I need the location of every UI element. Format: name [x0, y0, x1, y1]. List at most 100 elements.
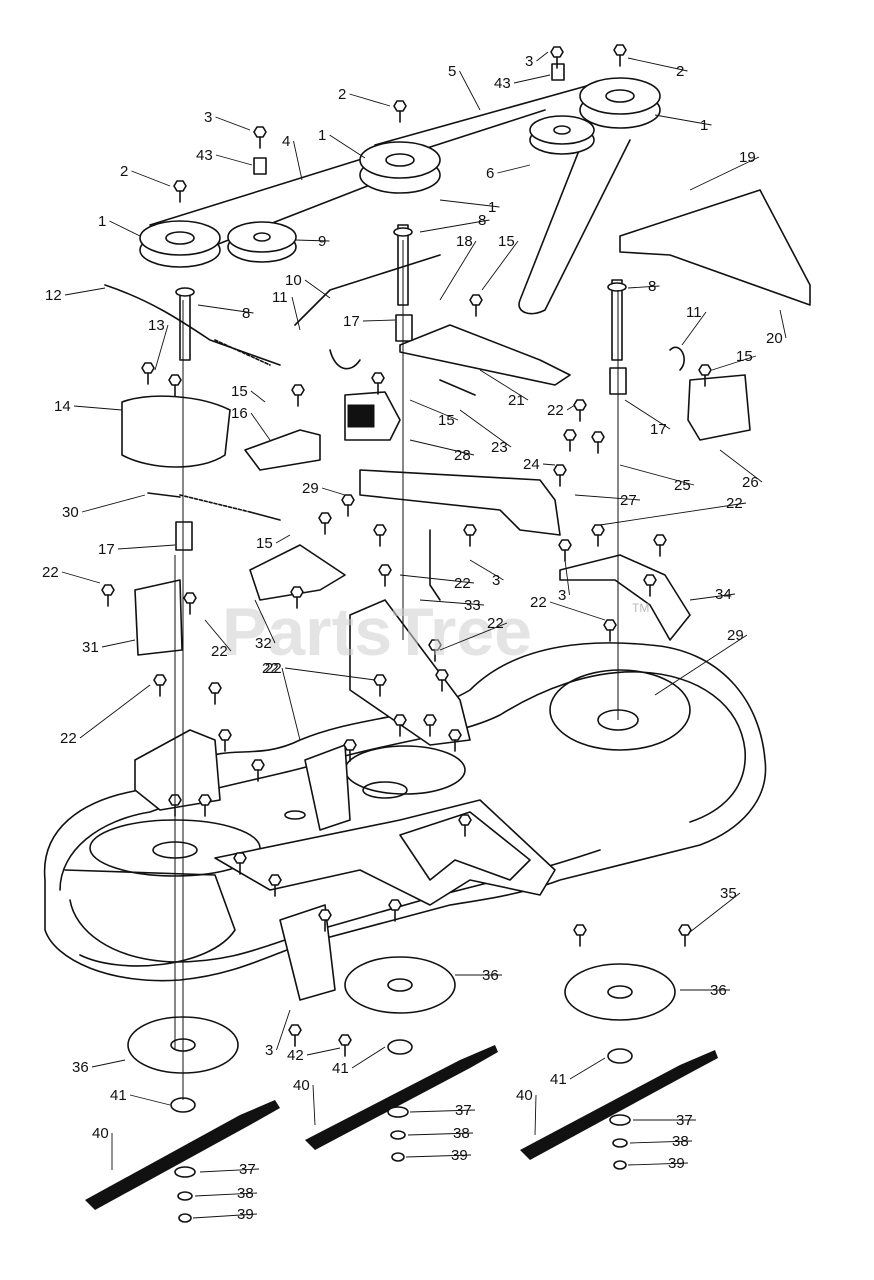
leader-line [329, 134, 366, 159]
leader-line [566, 404, 576, 411]
callout-number: 38 [672, 1133, 689, 1150]
leader-line [439, 622, 508, 651]
callout-number: 33 [464, 597, 481, 614]
leader-line [469, 559, 504, 581]
leader-line [293, 140, 303, 181]
callout-number: 17 [343, 313, 360, 330]
callout-number: 22 [487, 615, 504, 632]
callout-number: 38 [453, 1125, 470, 1142]
leader-line [627, 1162, 689, 1166]
leader-line [250, 390, 266, 403]
callout-number: 2 [676, 63, 684, 80]
callout-number: 43 [196, 147, 213, 164]
leader-line [574, 494, 641, 501]
callout-number: 17 [650, 421, 667, 438]
leader-line [117, 544, 176, 550]
callout-number: 38 [237, 1185, 254, 1202]
callout-number: 16 [231, 405, 248, 422]
leader-line [129, 1094, 171, 1106]
leader-line [479, 369, 529, 401]
leader-line [497, 164, 531, 174]
bolt-glyph [168, 374, 182, 397]
callout-number: 10 [285, 272, 302, 289]
bolt-glyph [291, 384, 305, 407]
leader-line [719, 449, 763, 483]
spindle-pulley-center [359, 141, 441, 194]
idler-bracket [134, 374, 751, 656]
callout-number: 30 [62, 504, 79, 521]
idler-pulley-left [227, 221, 297, 263]
bolt-glyph [343, 739, 357, 762]
baffle-right [559, 554, 691, 641]
bolt-glyph [643, 574, 657, 597]
bolt-glyph [591, 431, 605, 454]
callout-number: 39 [668, 1155, 685, 1172]
spindle-pulley-left [139, 220, 221, 268]
leader-line [349, 93, 391, 107]
belt-guard-left [121, 395, 231, 468]
bolt-glyph [463, 524, 477, 547]
callout-number: 29 [302, 480, 319, 497]
bolt-glyph [458, 814, 472, 837]
alignment-lines [174, 240, 619, 1100]
bolt-glyph [373, 674, 387, 697]
bolt-glyph [198, 794, 212, 817]
bolt-glyph [318, 909, 332, 932]
leader-line [654, 114, 712, 126]
callout-number: 22 [530, 594, 547, 611]
callout-number: 1 [98, 213, 106, 230]
leader-line [711, 355, 757, 371]
leader-line [599, 502, 747, 526]
bolt-glyph [448, 729, 462, 752]
callout-number: 26 [742, 474, 759, 491]
leader-line [439, 240, 477, 301]
bolt-glyph [373, 524, 387, 547]
leader-line [513, 74, 551, 84]
bolt-glyph [393, 100, 407, 123]
callout-number: 19 [739, 149, 756, 166]
leader-line [64, 287, 106, 296]
bolt-glyph [388, 899, 402, 922]
callout-number: 24 [523, 456, 540, 473]
leader-line [131, 170, 171, 187]
leader-line [681, 311, 707, 346]
callout-number: 37 [455, 1102, 472, 1119]
bolt-glyph [550, 46, 564, 69]
callout-number: 23 [491, 439, 508, 456]
leader-line [534, 1094, 537, 1136]
callout-number: 22 [454, 575, 471, 592]
leader-line [627, 57, 688, 72]
leader-line [109, 220, 141, 237]
callout-number: 36 [710, 982, 727, 999]
leader-line [654, 634, 748, 696]
callout-labels: 1111222333334568889101111121314151515151… [42, 51, 787, 1223]
bolt-glyph [591, 524, 605, 547]
callout-number: 22 [547, 402, 564, 419]
callout-number: 4 [282, 133, 290, 150]
callout-number: 9 [318, 233, 326, 250]
callout-number: 40 [516, 1087, 533, 1104]
callout-number: 12 [45, 287, 62, 304]
leader-line [399, 574, 475, 584]
bolt-glyph [653, 534, 667, 557]
callout-number: 41 [110, 1087, 127, 1104]
callout-number: 39 [451, 1147, 468, 1164]
bolt-glyph [153, 674, 167, 697]
leader-line [91, 1059, 126, 1068]
watermark: PartsTree [222, 594, 532, 670]
callout-number: 3 [492, 572, 500, 589]
callout-number: 15 [498, 233, 515, 250]
leader-line [481, 240, 519, 291]
bolt-glyph [268, 874, 282, 897]
blade-adapter-right [564, 963, 676, 1021]
drive-belt [149, 84, 631, 315]
callout-number: 14 [54, 398, 71, 415]
bolt-glyph [208, 682, 222, 705]
callout-number: 2 [120, 163, 128, 180]
leader-line [407, 1132, 474, 1136]
leader-line [101, 639, 136, 648]
leader-line [321, 487, 346, 496]
leader-line [197, 304, 254, 314]
bolt-glyph [613, 44, 627, 67]
